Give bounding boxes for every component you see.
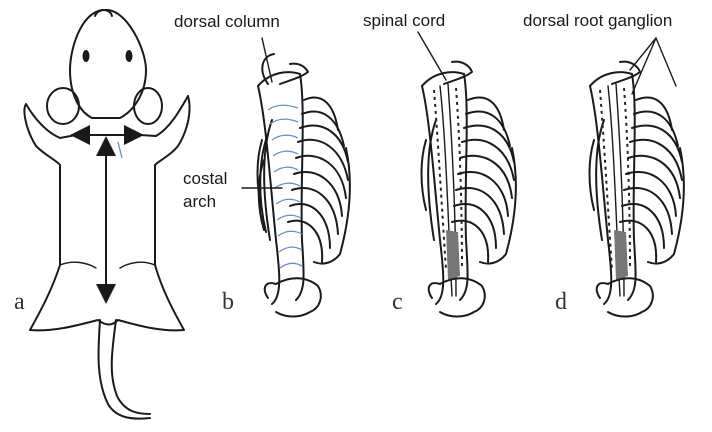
spine-dorsal-root-ganglion-drawing [590, 38, 684, 317]
label-dorsal-column: dorsal column [174, 12, 280, 31]
panel-label-a: a [14, 289, 25, 315]
label-dorsal-root-ganglion: dorsal root ganglion [523, 11, 672, 30]
spine-dorsal-column-drawing [242, 38, 350, 317]
label-arch: arch [183, 192, 216, 211]
spine-spinal-cord-drawing [418, 32, 516, 317]
label-costal: costal [183, 169, 227, 188]
label-spinal-cord: spinal cord [363, 11, 445, 30]
panel-label-b: b [222, 289, 234, 315]
panel-label-d: d [555, 289, 567, 315]
mouse-drawing [24, 10, 189, 419]
panel-label-c: c [392, 289, 403, 315]
